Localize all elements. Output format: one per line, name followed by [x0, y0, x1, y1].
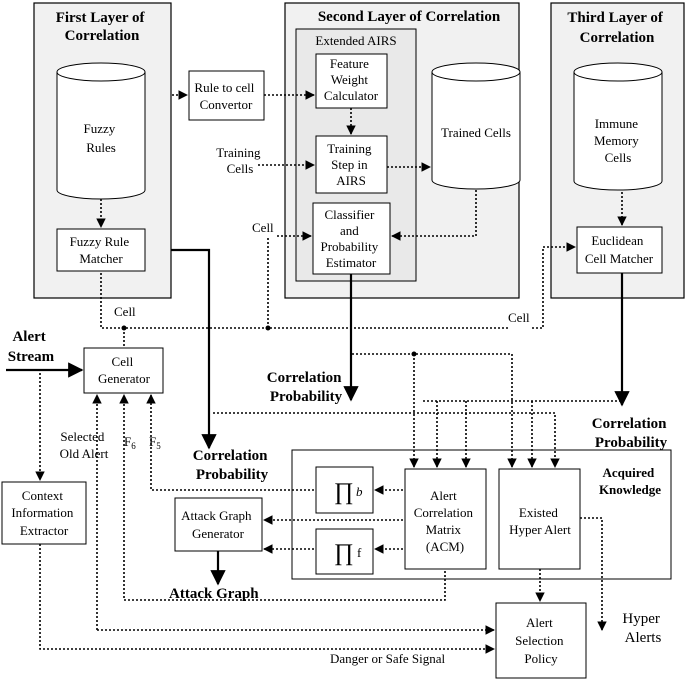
rule-to-cell-convertor-box: Rule to cell Convertor — [188, 70, 265, 121]
cell-generator-box: Cell Generator — [83, 347, 164, 394]
cell-label-classifier: Cell — [252, 220, 274, 235]
svg-text:Attack Graph Generator: Attack Graph Generator — [181, 508, 255, 541]
svg-text:Cell Generator: Cell Generator — [98, 354, 151, 386]
classifier-estimator-box: Classifier and Probability Estimator — [312, 202, 391, 275]
alert-selection-policy-box: Alert Selection Policy — [495, 602, 587, 679]
correlation-probability-label-second: Correlation Probability — [267, 370, 345, 405]
attack-graph-generator-box: Attack Graph Generator — [174, 497, 263, 552]
euclidean-cell-matcher-box: Euclidean Cell Matcher — [576, 226, 663, 274]
junction-dots — [121, 325, 625, 397]
correlation-probability-label-third: Correlation Probability — [592, 416, 670, 451]
svg-text:Fuzzy Rule Matcher: Fuzzy Rule Matcher — [70, 234, 133, 266]
cell-label-left: Cell — [114, 304, 136, 319]
svg-text:Immune Memory Cell: Immune Memory Cells — [594, 116, 642, 165]
svg-text:b: b — [356, 484, 363, 499]
svg-text:Fuzzy Rules: Fuzzy Rules — [83, 121, 118, 155]
svg-text:Trained Cells: Trained Cells — [441, 125, 511, 140]
svg-text:∏: ∏ — [334, 479, 354, 505]
first-layer-title: First Layer of Correlation — [56, 10, 149, 44]
fuzzy-rules-database: Fuzzy Rules — [56, 62, 146, 200]
svg-text:Rule to cell Convertor: Rule to cell Convertor — [194, 80, 257, 112]
svg-text:Euclidean Cell Matcher: Euclidean Cell Matcher — [585, 233, 654, 266]
svg-text:∏: ∏ — [334, 540, 354, 566]
selected-old-alert-label: Selected Old Alert — [60, 429, 109, 461]
feature-weight-calculator-box: Feature Weight Calculator — [315, 53, 388, 109]
f5-label: F5 — [149, 434, 161, 451]
f6-label: F6 — [124, 434, 136, 451]
svg-text:Classifier and Pro: Classifier and Probability Estimator — [320, 207, 381, 270]
context-information-extractor-box: Context Information Extractor — [1, 481, 87, 545]
existed-hyper-alert-box: Existed Hyper Alert — [498, 468, 581, 570]
trained-cells-database: Trained Cells — [431, 62, 521, 190]
product-b-box: ∏ b — [315, 466, 374, 514]
product-f-box: ∏ f — [315, 528, 374, 575]
second-layer-title: Second Layer of Correlation — [318, 9, 501, 25]
danger-safe-signal-label: Danger or Safe Signal — [330, 651, 446, 666]
training-step-box: Training Step in AIRS — [315, 135, 388, 194]
svg-text:Context Information: Context Information Extractor — [11, 488, 76, 538]
third-layer-title: Third Layer of Correlation — [567, 10, 666, 46]
alert-correlation-matrix-box: Alert Correlation Matrix (ACM) — [404, 468, 487, 570]
svg-text:Training Step in A: Training Step in AIRS — [327, 141, 375, 188]
svg-text:Alert Correlation: Alert Correlation Matrix (ACM) — [414, 488, 476, 554]
training-cells-label: Training Cells — [216, 145, 264, 176]
hyper-alerts-label: Hyper Alerts — [622, 611, 663, 646]
solid-connectors — [6, 248, 630, 586]
acquired-knowledge-label: Acquired Knowledge — [599, 465, 661, 497]
cell-label-right: Cell — [508, 310, 530, 325]
svg-text:Feature Weight Cal: Feature Weight Calculator — [324, 56, 379, 103]
dotted-connectors — [35, 90, 627, 654]
immune-memory-cells-database: Immune Memory Cells — [573, 62, 663, 191]
svg-text:f: f — [357, 545, 362, 560]
extended-airs-label: Extended AIRS — [315, 33, 396, 48]
alert-stream-label: Alert Stream — [8, 329, 55, 365]
svg-text:Alert Selection Po: Alert Selection Policy — [515, 615, 567, 666]
attack-graph-label: Attack Graph — [169, 586, 259, 602]
fuzzy-rule-matcher-box: Fuzzy Rule Matcher — [56, 228, 146, 272]
correlation-probability-label-first: Correlation Probability — [193, 448, 271, 483]
svg-text:Existed Hyper Alert: Existed Hyper Alert — [509, 505, 571, 537]
